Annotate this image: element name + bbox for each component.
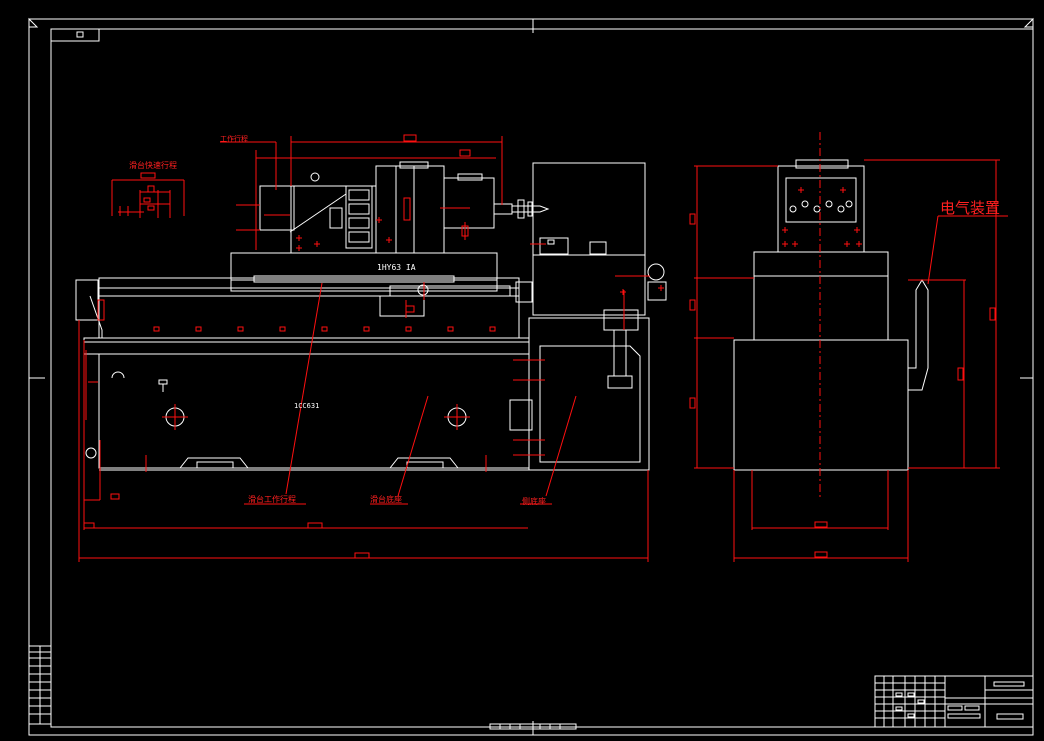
drawing-frame bbox=[28, 17, 1034, 736]
front-leaders bbox=[244, 282, 577, 505]
slide-stroke-label: 滑台快速行程 bbox=[129, 160, 177, 170]
way-bolts bbox=[153, 326, 496, 332]
front-view: 1HY63 IA 1CC631 工作行程 滑台快速行程 滑台工作行程 滑台底座 … bbox=[75, 134, 667, 562]
electric-device-label: 电气装置 bbox=[940, 199, 1000, 217]
side-dimensions bbox=[689, 159, 1008, 562]
work-stroke-label: 工作行程 bbox=[220, 134, 248, 143]
base-model-label: 1CC631 bbox=[294, 402, 319, 410]
left-revision-strip bbox=[28, 645, 52, 725]
title-block bbox=[874, 675, 1034, 728]
front-model-label: 1HY63 IA bbox=[377, 263, 416, 272]
side-view: 电气装置 bbox=[689, 132, 1008, 562]
slide-base-label: 滑台底座 bbox=[370, 494, 402, 504]
bottom-strip bbox=[489, 723, 577, 730]
slide-stroke-diagram bbox=[111, 172, 185, 218]
side-base-label: 侧底座 bbox=[522, 496, 546, 506]
slide-work-stroke-label: 滑台工作行程 bbox=[248, 494, 296, 504]
front-dimensions bbox=[78, 134, 664, 562]
